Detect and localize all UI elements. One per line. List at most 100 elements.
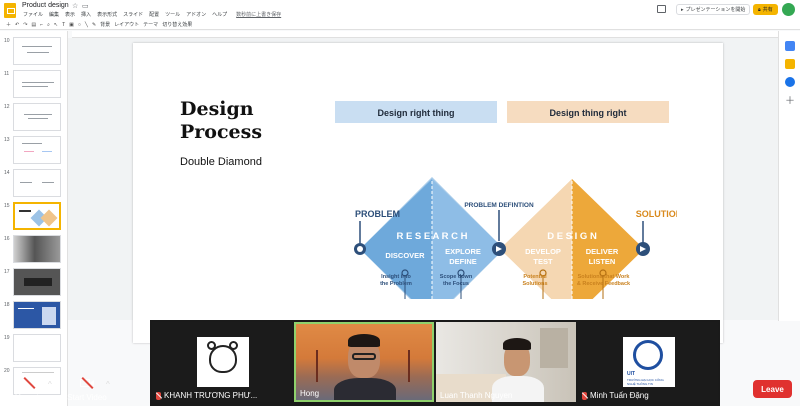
- thumb-row[interactable]: 18: [0, 301, 67, 331]
- thumb-row[interactable]: 19: [0, 334, 67, 364]
- slide-subtitle[interactable]: Double Diamond: [180, 156, 262, 168]
- slide-thumbnail[interactable]: [13, 169, 61, 197]
- slides-title-bar: Product design ☆ ▭ ファイル 編集 表示 挿入 表示形式 スラ…: [0, 0, 800, 20]
- thumb-row[interactable]: 17: [0, 268, 67, 298]
- thumb-row[interactable]: 11: [0, 70, 67, 100]
- right-diamond-right-half: [572, 179, 644, 299]
- person-body: [334, 378, 396, 400]
- menu-format[interactable]: 表示形式: [97, 12, 118, 18]
- print-icon[interactable]: ▤: [31, 21, 37, 28]
- note-feedback-line1: Solutions that Work: [577, 274, 630, 280]
- select-icon[interactable]: ↖: [53, 21, 59, 28]
- participant-tile[interactable]: UIT TRƯỜNG ĐẠI HỌC CÔNG NGHỆ THÔNG TIN M…: [578, 322, 718, 402]
- slide-title[interactable]: Design Process: [180, 98, 300, 144]
- leave-button[interactable]: Leave: [753, 380, 792, 398]
- label-explore: EXPLORE: [445, 247, 481, 256]
- ruler: [72, 31, 778, 38]
- menu-slide[interactable]: スライド: [123, 12, 144, 18]
- unmute-button[interactable]: Unmute: [12, 376, 46, 402]
- slide-thumbnail[interactable]: [13, 136, 61, 164]
- calendar-icon[interactable]: [785, 41, 795, 51]
- image-icon[interactable]: ▣: [69, 21, 74, 28]
- person-hair: [503, 338, 531, 350]
- note-potential: Potential Solutions: [505, 274, 565, 288]
- slide-thumbnail[interactable]: [13, 367, 61, 395]
- participant-name: Minh Tuấn Đặng: [582, 391, 649, 400]
- slide-thumbnail[interactable]: [13, 37, 61, 65]
- comment-icon[interactable]: [657, 5, 666, 13]
- add-on-plus-icon[interactable]: ＋: [785, 96, 795, 107]
- zoom-icon[interactable]: ⌕: [47, 21, 50, 28]
- menu-view[interactable]: 表示: [65, 12, 76, 18]
- document-title[interactable]: Product design: [22, 2, 69, 9]
- participant-name-text: Minh Tuấn Đặng: [590, 391, 649, 400]
- share-button[interactable]: 🔒︎ 共有: [753, 4, 778, 15]
- thumb-number: 17: [4, 269, 10, 275]
- toolbar-transition[interactable]: 切り替え効果: [162, 22, 193, 28]
- new-slide-icon[interactable]: ＋: [6, 22, 12, 28]
- slide-thumbnail-active[interactable]: [13, 202, 61, 230]
- thumb-row[interactable]: 14: [0, 169, 67, 199]
- thumb-row[interactable]: 10: [0, 37, 67, 67]
- toolbar-layout[interactable]: レイアウト: [114, 22, 140, 28]
- slide-thumbnail[interactable]: [13, 301, 61, 329]
- menu-addons[interactable]: アドオン: [186, 12, 207, 18]
- header-band-left: [335, 101, 497, 123]
- slide-thumbnail[interactable]: [13, 268, 61, 296]
- participant-tile[interactable]: KHANH TRƯƠNG PHƯ...: [152, 322, 292, 402]
- menu-edit[interactable]: 編集: [49, 12, 60, 18]
- slide-thumbnail[interactable]: [13, 103, 61, 131]
- thumb-row[interactable]: 15: [0, 202, 67, 232]
- undo-icon[interactable]: ↶: [15, 21, 20, 28]
- menu-file[interactable]: ファイル: [23, 12, 44, 18]
- slide-canvas[interactable]: Design Process Double Diamond Design rig…: [68, 38, 778, 343]
- move-to-folder-icon[interactable]: ▭: [82, 3, 89, 10]
- label-problem: PROBLEM: [355, 209, 400, 219]
- lock-icon: 🔒︎: [758, 6, 761, 13]
- last-edit-status[interactable]: 数秒前に上書き保存: [236, 12, 282, 18]
- slide-filmstrip[interactable]: 10 11 12 13 14 15 16: [0, 31, 68, 406]
- glasses: [352, 353, 376, 360]
- thumb-row[interactable]: 12: [0, 103, 67, 133]
- tasks-icon[interactable]: [785, 77, 795, 87]
- participant-tile-active-speaker[interactable]: Hong: [294, 322, 434, 402]
- keep-icon[interactable]: [785, 59, 795, 69]
- start-video-button[interactable]: Start Video: [64, 376, 110, 402]
- menu-tools[interactable]: ツール: [165, 12, 181, 18]
- thumb-row[interactable]: 16: [0, 235, 67, 265]
- double-diamond-diagram[interactable]: Design right thing Design thing right PR…: [327, 99, 677, 299]
- thumb-number: 20: [4, 368, 10, 374]
- toolbar-background[interactable]: 背景: [100, 22, 111, 28]
- thumb-row[interactable]: 13: [0, 136, 67, 166]
- pin-discover-icon: [401, 269, 409, 277]
- slide-thumbnail[interactable]: [13, 334, 61, 362]
- present-button[interactable]: ▸ プレゼンテーションを開始: [676, 4, 751, 15]
- star-icon[interactable]: ☆: [72, 3, 79, 10]
- slide-thumbnail[interactable]: [13, 235, 61, 263]
- menu-insert[interactable]: 挿入: [81, 12, 92, 18]
- paint-format-icon[interactable]: ⌐: [40, 21, 44, 28]
- participant-avatar: [197, 337, 249, 387]
- bridge-tower: [316, 350, 318, 382]
- account-avatar-icon[interactable]: [782, 3, 795, 16]
- redo-icon[interactable]: ↷: [23, 21, 28, 28]
- thumb-number: 13: [4, 137, 10, 143]
- textbox-icon[interactable]: T: [62, 21, 66, 28]
- label-deliver: DELIVER: [586, 247, 619, 256]
- header-band-right: [507, 101, 669, 123]
- slides-logo-icon[interactable]: [4, 3, 16, 18]
- shape-icon[interactable]: ○: [77, 21, 81, 28]
- menu-arrange[interactable]: 配置: [149, 12, 160, 18]
- menu-help[interactable]: ヘルプ: [212, 12, 228, 18]
- comment-add-icon[interactable]: ✎: [91, 21, 97, 28]
- participant-tile[interactable]: Luan Thanh Nguyen: [436, 322, 576, 402]
- thumb-row[interactable]: 20: [0, 367, 67, 397]
- slide-thumbnail[interactable]: [13, 70, 61, 98]
- line-icon[interactable]: ╲: [84, 21, 88, 28]
- uit-logo: UIT TRƯỜNG ĐẠI HỌC CÔNG NGHỆ THÔNG TIN: [623, 337, 675, 387]
- thumb-number: 12: [4, 104, 10, 110]
- toolbar-theme[interactable]: テーマ: [143, 22, 159, 28]
- bridge-tower: [408, 350, 410, 382]
- current-slide[interactable]: Design Process Double Diamond Design rig…: [133, 43, 723, 343]
